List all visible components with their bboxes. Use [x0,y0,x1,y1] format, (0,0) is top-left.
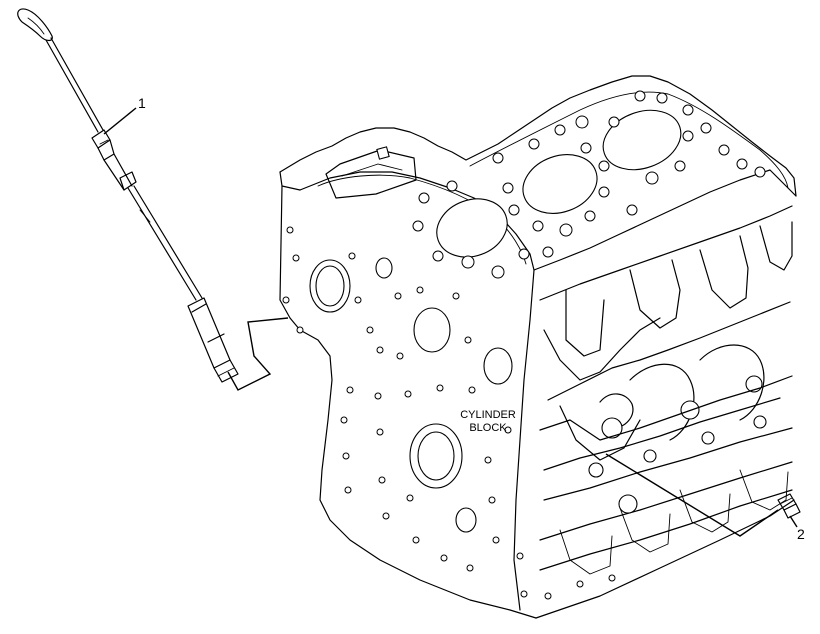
callout-number-1: 1 [138,95,146,111]
plug-location-leader [605,453,779,537]
crankcase-side [516,205,793,600]
cylinder-bore-1 [436,198,508,258]
drain-plug[interactable] [777,493,801,519]
dipstick-location-leader [227,317,289,391]
callout-2-leader [789,515,798,528]
deck-holes [412,90,766,279]
dipstick[interactable] [17,8,239,383]
cylinder-bore-2 [522,154,598,214]
cylinder-block [279,75,797,619]
dipstick-collar [91,129,111,149]
dipstick-loop-handle [17,8,53,42]
callout-1-leader [103,107,137,135]
component-label-line-2: BLOCK [469,422,507,434]
component-label-line-1: CYLINDER [460,409,516,421]
left-face-holes [282,226,513,572]
cylinder-bore-3 [602,109,682,171]
callout-number-2: 2 [797,526,805,542]
dipstick-guide-tube [187,297,231,369]
component-label-cylinder-block: CYLINDER BLOCK [453,409,523,435]
